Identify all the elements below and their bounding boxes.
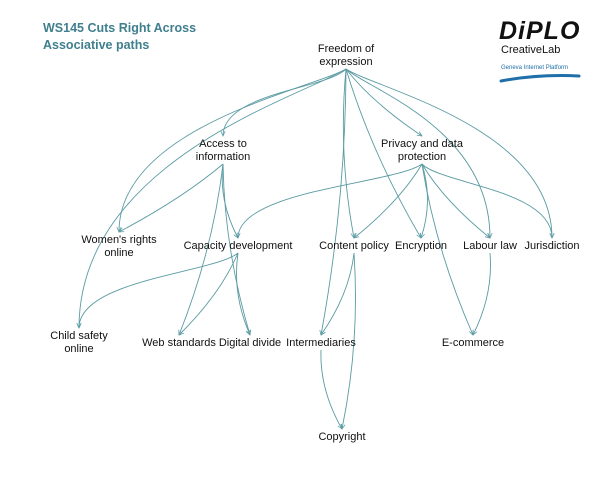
node-jurisdiction-line-1: Jurisdiction xyxy=(524,240,579,252)
logo-subtitle: CreativeLab xyxy=(501,44,561,56)
edge-access-to-women xyxy=(119,163,224,232)
node-child-line-2: online xyxy=(64,343,93,355)
edge-privacy-to-content xyxy=(354,163,423,238)
edge-capacity-to-divide xyxy=(236,252,251,335)
edge-access-to-divide xyxy=(222,163,250,335)
node-capacity-line-1: Capacity development xyxy=(184,240,293,252)
node-labour[interactable]: Labour law xyxy=(463,240,517,252)
edge-freedom-to-content xyxy=(342,68,354,238)
node-child-line-1: Child safety xyxy=(50,330,108,342)
edge-freedom-to-jurisdiction xyxy=(345,68,552,238)
edge-freedom-to-privacy xyxy=(345,68,422,136)
logo-wordmark: DiPLO xyxy=(499,17,581,45)
title-line-2: Associative paths xyxy=(43,38,150,52)
logo-swoosh-icon xyxy=(499,74,581,83)
node-webstd[interactable]: Web standards xyxy=(142,337,216,349)
edge-freedom-to-child xyxy=(79,68,347,328)
edge-access-to-webstd xyxy=(179,163,224,335)
node-ecommerce[interactable]: E-commerce xyxy=(442,337,504,349)
diplo-creativelab-logo: DiPLO CreativeLab Geneva Internet Platfo… xyxy=(499,18,583,86)
node-copyright-line-1: Copyright xyxy=(318,431,365,443)
title-line-1: WS145 Cuts Right Across xyxy=(43,21,197,35)
logo-tagline: Geneva Internet Platform xyxy=(501,65,569,71)
edge-capacity-to-webstd xyxy=(179,252,239,335)
edge-content-to-intermed xyxy=(321,252,355,335)
node-freedom-line-2: expression xyxy=(319,56,372,68)
node-women-line-1: Women's rights xyxy=(81,234,157,246)
node-content-line-1: Content policy xyxy=(319,240,389,252)
node-ecommerce-line-1: E-commerce xyxy=(442,337,504,349)
edge-capacity-to-child xyxy=(79,252,239,328)
node-jurisdiction[interactable]: Jurisdiction xyxy=(524,240,579,252)
edge-freedom-to-intermed xyxy=(321,68,347,335)
edge-privacy-to-capacity xyxy=(238,163,423,238)
node-divide[interactable]: Digital divide xyxy=(219,337,281,349)
node-access-line-2: information xyxy=(196,151,250,163)
edge-intermed-to-copyright xyxy=(320,349,342,429)
edge-freedom-to-labour xyxy=(345,68,490,238)
edge-layer xyxy=(79,68,552,429)
edge-content-to-copyright xyxy=(342,252,356,429)
node-access-line-1: Access to xyxy=(199,138,247,150)
edge-labour-to-ecommerce xyxy=(473,252,491,335)
node-copyright[interactable]: Copyright xyxy=(318,431,365,443)
node-intermed[interactable]: Intermediaries xyxy=(286,337,356,349)
node-divide-line-1: Digital divide xyxy=(219,337,281,349)
node-women-line-2: online xyxy=(104,247,133,259)
node-labour-line-1: Labour law xyxy=(463,240,517,252)
node-intermed-line-1: Intermediaries xyxy=(286,337,356,349)
edge-privacy-to-labour xyxy=(421,163,490,238)
node-privacy-line-1: Privacy and data xyxy=(381,138,464,150)
edge-freedom-to-access xyxy=(223,68,347,136)
edge-privacy-to-encryption xyxy=(421,163,428,238)
node-freedom-line-1: Freedom of xyxy=(318,43,375,55)
edge-privacy-to-ecommerce xyxy=(421,163,474,335)
edge-freedom-to-women xyxy=(119,68,347,232)
node-privacy-line-2: protection xyxy=(398,151,446,163)
node-encryption[interactable]: Encryption xyxy=(395,240,447,252)
page-title: WS145 Cuts Right Across Associative path… xyxy=(43,20,196,54)
node-content[interactable]: Content policy xyxy=(319,240,389,252)
edge-privacy-to-jurisdiction xyxy=(421,163,552,238)
node-capacity[interactable]: Capacity development xyxy=(184,240,293,252)
edge-freedom-to-encryption xyxy=(345,68,421,238)
node-webstd-line-1: Web standards xyxy=(142,337,216,349)
node-encryption-line-1: Encryption xyxy=(395,240,447,252)
